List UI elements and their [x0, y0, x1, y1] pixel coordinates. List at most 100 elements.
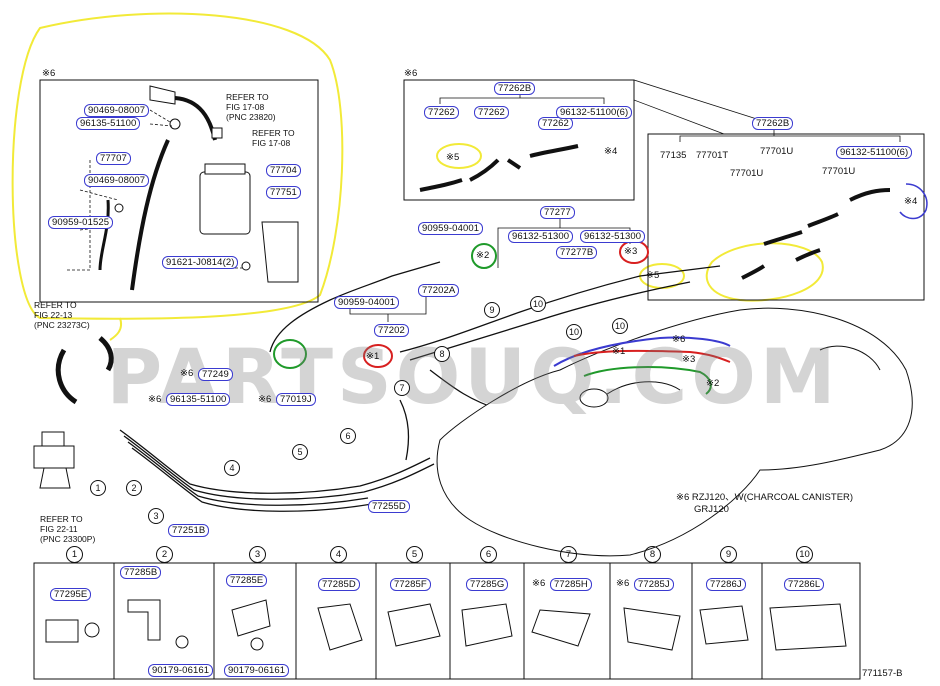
- part-96132-51300-b[interactable]: 96132-51300: [580, 230, 646, 243]
- refer-fig-22-13-line2: FIG 22-13: [34, 310, 73, 320]
- table-part-77285e[interactable]: 77285E: [226, 574, 268, 587]
- part-77135[interactable]: 77135: [660, 150, 687, 161]
- part-91621-j0814[interactable]: 91621-J0814(2): [162, 256, 239, 269]
- refer-fig-22-11-line2: FIG 22-11: [40, 524, 78, 534]
- part-90959-04001-lower[interactable]: 90959-04001: [334, 296, 400, 309]
- table-header-8: 8: [644, 546, 661, 563]
- yellow-annotation-right: [705, 242, 824, 302]
- part-77251b[interactable]: 77251B: [168, 524, 210, 537]
- part-96132-51100-right[interactable]: 96132-51100(6): [836, 146, 913, 159]
- refer-fig-22-11-line3: (PNC 23300P): [40, 534, 96, 544]
- clamp-callout-1[interactable]: 1: [90, 480, 106, 496]
- table-part-77285f[interactable]: 77285F: [390, 578, 431, 591]
- mark-6-96135: ※6: [148, 394, 162, 405]
- clamp-callout-3[interactable]: 3: [148, 508, 164, 524]
- part-77262-c[interactable]: 77262: [538, 117, 573, 130]
- table-part-77295e[interactable]: 77295E: [50, 588, 92, 601]
- part-77751[interactable]: 77751: [266, 186, 301, 199]
- clamp-callout-10-c[interactable]: 10: [612, 318, 628, 334]
- clamp-callout-4[interactable]: 4: [224, 460, 240, 476]
- part-77262-b[interactable]: 77262: [474, 106, 509, 119]
- refer-fig-17-08-b-line1: REFER TO: [252, 128, 295, 138]
- green-circle-clip: [273, 339, 307, 369]
- mark-6-77285j: ※6: [616, 578, 630, 589]
- mark-6-canister: ※6: [42, 68, 56, 79]
- part-77202[interactable]: 77202: [374, 324, 409, 337]
- mark-s4-right: ※4: [904, 196, 918, 207]
- mark-s5-right: ※5: [646, 270, 660, 281]
- mark-6-77285h: ※6: [532, 578, 546, 589]
- table-part-90179-06161-a[interactable]: 90179-06161: [148, 664, 214, 677]
- refer-fig-22-13-line3: (PNC 23273C): [34, 320, 90, 330]
- part-77701t[interactable]: 77701T: [696, 150, 729, 161]
- fuel-tank-drawing: [436, 307, 913, 557]
- mark-s3-tank: ※3: [682, 354, 696, 365]
- part-90959-01525[interactable]: 90959-01525: [48, 216, 114, 229]
- part-77701u-c[interactable]: 77701U: [822, 166, 856, 177]
- note-grj120: GRJ120: [694, 504, 729, 515]
- table-header-6: 6: [480, 546, 497, 563]
- clamp-callout-5[interactable]: 5: [292, 444, 308, 460]
- fuel-lines: [119, 261, 721, 512]
- part-77707[interactable]: 77707: [96, 152, 131, 165]
- clamp-callout-10-a[interactable]: 10: [530, 296, 546, 312]
- clamp-callout-9[interactable]: 9: [484, 302, 500, 318]
- part-90959-04001-upper[interactable]: 90959-04001: [418, 222, 484, 235]
- part-77019j[interactable]: 77019J: [276, 393, 316, 406]
- yellow-annotation-left: [11, 12, 344, 320]
- clamp-callout-2[interactable]: 2: [126, 480, 142, 496]
- table-header-5: 5: [406, 546, 423, 563]
- refer-fig-17-08-a-line3: (PNC 23820): [226, 112, 276, 122]
- right-inset-tubes: [741, 188, 891, 280]
- part-96135-51100-lower[interactable]: 96135-51100: [166, 393, 231, 406]
- table-part-77285g[interactable]: 77285G: [466, 578, 509, 591]
- inset-link-a: [633, 79, 761, 121]
- part-77262b-top[interactable]: 77262B: [494, 82, 536, 95]
- mark-s1: ※1: [366, 351, 380, 362]
- table-header-2: 2: [156, 546, 173, 563]
- green-highlight-route: [583, 366, 712, 395]
- mark-6-77249: ※6: [180, 368, 194, 379]
- clamp-callout-8[interactable]: 8: [434, 346, 450, 362]
- clamp-callout-10-b[interactable]: 10: [566, 324, 582, 340]
- clamp-callout-6[interactable]: 6: [340, 428, 356, 444]
- part-77202a[interactable]: 77202A: [418, 284, 460, 297]
- table-header-1: 1: [66, 546, 83, 563]
- table-part-77286l[interactable]: 77286L: [784, 578, 825, 591]
- refer-fig-17-08-a-line1: REFER TO: [226, 92, 269, 102]
- part-96132-51300-a[interactable]: 96132-51300: [508, 230, 574, 243]
- yellow-annotation-s5a: [436, 143, 482, 169]
- part-90469-08007-lower[interactable]: 90469-08007: [84, 174, 150, 187]
- table-part-77285d[interactable]: 77285D: [318, 578, 360, 591]
- blue-circle-s4: [899, 183, 928, 220]
- part-77249[interactable]: 77249: [198, 368, 233, 381]
- mark-s3: ※3: [624, 246, 638, 257]
- part-77277[interactable]: 77277: [540, 206, 575, 219]
- part-77701u-a[interactable]: 77701U: [760, 146, 794, 157]
- part-77262b-right[interactable]: 77262B: [752, 117, 794, 130]
- table-part-90179-06161-b[interactable]: 90179-06161: [224, 664, 290, 677]
- part-90469-08007-upper[interactable]: 90469-08007: [84, 104, 150, 117]
- clamp-callout-7[interactable]: 7: [394, 380, 410, 396]
- mark-6-top-inset: ※6: [404, 68, 418, 79]
- refer-fig-17-08-a-line2: FIG 17-08: [226, 102, 265, 112]
- figure-code: 771157-B: [862, 668, 903, 679]
- table-part-77285j[interactable]: 77285J: [634, 578, 674, 591]
- part-77277b[interactable]: 77277B: [556, 246, 598, 259]
- mark-6-77019j: ※6: [258, 394, 272, 405]
- table-part-77285b[interactable]: 77285B: [120, 566, 162, 579]
- part-77701u-b[interactable]: 77701U: [730, 168, 764, 179]
- table-header-7: 7: [560, 546, 577, 563]
- part-77255d[interactable]: 77255D: [368, 500, 410, 513]
- part-96135-51100-upper[interactable]: 96135-51100: [76, 117, 141, 130]
- parts-table-grid: [33, 562, 861, 680]
- part-96132-51100-top[interactable]: 96132-51100(6): [556, 106, 633, 119]
- table-part-77285h[interactable]: 77285H: [550, 578, 592, 591]
- inset-link-b: [633, 99, 725, 135]
- table-header-3: 3: [249, 546, 266, 563]
- top-inset-tubes: [419, 144, 579, 192]
- mark-s2-tank: ※2: [706, 378, 720, 389]
- part-77262-a[interactable]: 77262: [424, 106, 459, 119]
- part-77704[interactable]: 77704: [266, 164, 301, 177]
- table-part-77286j[interactable]: 77286J: [706, 578, 746, 591]
